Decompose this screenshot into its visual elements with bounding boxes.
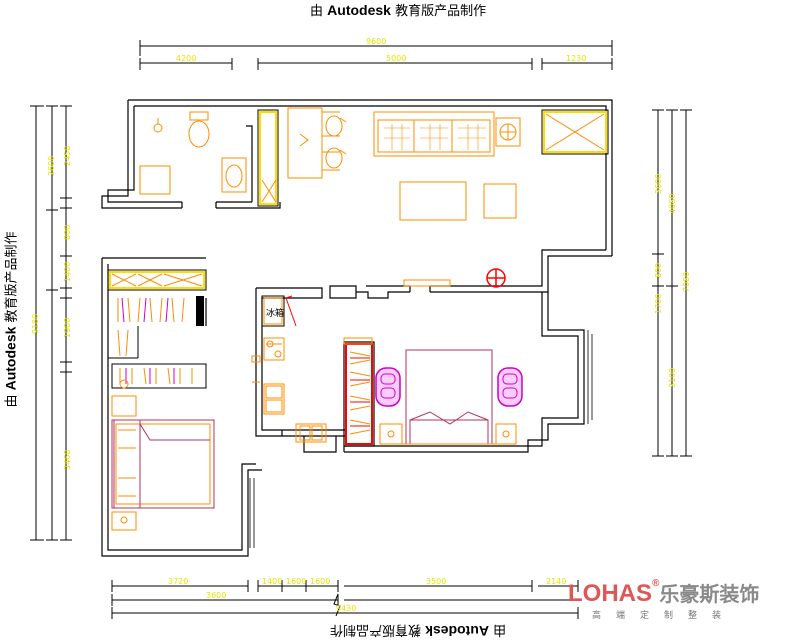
dim-bottom-g: 3600: [206, 591, 226, 600]
bed-right: [375, 349, 523, 445]
dim-top-total: 9600: [366, 37, 386, 46]
stove-icon: [263, 337, 285, 361]
sink-icon: [263, 383, 285, 415]
dim-top-right: 1230: [566, 54, 586, 63]
sofa: [373, 111, 521, 157]
washbasin-icon: [221, 157, 247, 193]
dimension-left-labels: 9180 2600 2450 800 1400 1900 3460: [31, 146, 72, 470]
dim-bottom-e: 3500: [426, 577, 446, 586]
ottoman: [483, 183, 517, 219]
dim-left-f: 3460: [63, 450, 72, 470]
balcony-window: [587, 330, 593, 424]
company-logo: LOHAS®乐豪斯装饰 高端定制整装: [568, 578, 778, 626]
bar-stool-icon: [325, 115, 347, 169]
kitchen: 冰箱: [251, 295, 327, 443]
walls: [101, 99, 613, 557]
washer-icon: [295, 423, 327, 443]
dim-right-a: 3600: [654, 174, 663, 194]
dim-bottom-c: 1600: [286, 577, 306, 586]
storage-cabinet: [541, 109, 609, 155]
dim-right-f: 7080: [682, 272, 691, 292]
dim-left-a: 2600: [47, 156, 56, 176]
wardrobe-right: [343, 337, 375, 447]
dim-bottom-f: 2140: [546, 577, 566, 586]
wardrobe-left: [107, 269, 207, 389]
dim-top-mid: 5000: [386, 54, 406, 63]
dim-left-e: 1900: [63, 318, 72, 338]
dining-area: [287, 107, 347, 179]
bed-left: [111, 379, 215, 531]
dimension-top: [139, 40, 613, 70]
side-table-icon: [495, 117, 521, 147]
logo-tagline: 高端定制整装: [592, 611, 737, 621]
dim-left-total: 9180: [31, 314, 40, 334]
dimension-left: [30, 105, 72, 541]
ceiling-light-icon: [486, 268, 506, 288]
toilet-icon: [188, 111, 210, 148]
floor-drain-icon: [153, 123, 163, 133]
dimension-bottom: [111, 580, 579, 619]
dim-bottom-total: 9430: [336, 604, 356, 613]
armchair-right-icon: [497, 367, 523, 407]
dim-top-left: 4200: [176, 54, 196, 63]
coffee-table: [399, 181, 467, 221]
fridge-label: 冰箱: [266, 307, 284, 319]
dim-bottom-b: 1400: [262, 577, 282, 586]
dim-right-e: 3100: [668, 368, 677, 388]
armchair-left-icon: [375, 367, 401, 407]
tall-cabinet: [257, 109, 279, 207]
watermark-top: 由 Autodesk 教育版产品制作: [310, 2, 487, 19]
dim-left-b: 2450: [63, 146, 72, 166]
bathroom-fixtures: [139, 111, 247, 195]
left-window: [249, 478, 255, 548]
dimension-right: [652, 109, 692, 457]
logo-wordmark: LOHAS®乐豪斯装饰: [568, 578, 760, 607]
dim-bottom-d: 1600: [310, 577, 330, 586]
dim-left-c: 800: [63, 225, 72, 240]
dimension-right-labels: 3600 4080 800 1700 3100 7080: [654, 174, 691, 388]
tv-stand: [403, 279, 451, 287]
shower-tray: [139, 165, 171, 195]
dim-bottom-a: 3720: [168, 577, 188, 586]
dim-right-d: 1700: [654, 294, 663, 314]
dim-right-c: 800: [654, 263, 663, 278]
dim-left-d: 1400: [63, 262, 72, 282]
dim-right-b: 4080: [668, 194, 677, 214]
